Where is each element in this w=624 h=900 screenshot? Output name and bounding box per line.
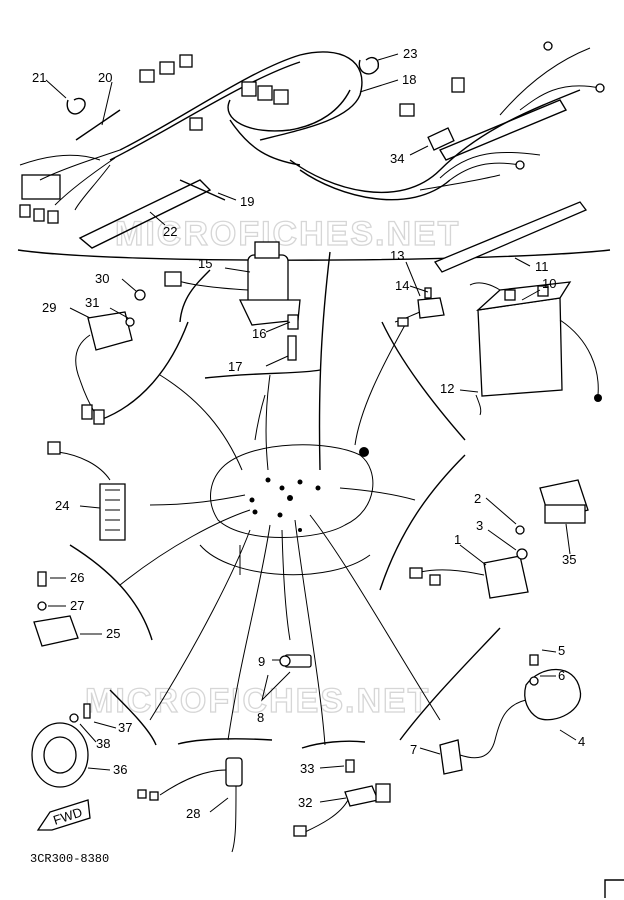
harness-region-border bbox=[17, 249, 611, 261]
callout-27: 27 bbox=[70, 598, 84, 613]
callout-16: 16 bbox=[252, 326, 266, 341]
callout-21: 21 bbox=[32, 70, 46, 85]
callout-31: 31 bbox=[85, 295, 99, 310]
callout-8: 8 bbox=[257, 710, 264, 725]
callout-14: 14 bbox=[395, 278, 409, 293]
callout-24: 24 bbox=[55, 498, 69, 513]
callout-17: 17 bbox=[228, 359, 242, 374]
callout-7: 7 bbox=[410, 742, 417, 757]
main-switch-assembly: 16 17 15 bbox=[164, 241, 321, 379]
sensor-lead-assembly: 28 bbox=[137, 738, 273, 853]
callout-5: 5 bbox=[558, 643, 565, 658]
callout-34: 34 bbox=[390, 151, 404, 166]
callout-38: 38 bbox=[96, 736, 110, 751]
callout-29: 29 bbox=[42, 300, 56, 315]
page-corner-mark bbox=[604, 879, 624, 898]
battery-assembly: 12 11 10 13 14 bbox=[381, 201, 602, 441]
callout-37: 37 bbox=[118, 720, 132, 735]
callout-25: 25 bbox=[106, 626, 120, 641]
diagram-reference-code: 3CR300-8380 bbox=[30, 852, 109, 866]
callout-6: 6 bbox=[558, 668, 565, 683]
callout-35: 35 bbox=[562, 552, 576, 567]
forward-direction-marker: FWD bbox=[36, 799, 91, 831]
callout-15: 15 bbox=[198, 256, 212, 271]
ignition-coil-assembly: 5 6 4 7 bbox=[399, 627, 585, 775]
pressure-switch-assembly: 33 32 bbox=[293, 740, 391, 837]
callouts-top: 21 20 23 18 19 22 34 bbox=[32, 46, 429, 239]
callout-13: 13 bbox=[390, 248, 404, 263]
callout-11: 11 bbox=[535, 259, 549, 274]
callout-32: 32 bbox=[298, 795, 312, 810]
relay-assembly: 29 30 31 bbox=[42, 271, 189, 425]
callout-1: 1 bbox=[454, 532, 461, 547]
frame-center bbox=[119, 251, 441, 746]
callout-4: 4 bbox=[578, 734, 585, 749]
callout-3: 3 bbox=[476, 518, 483, 533]
callout-20: 20 bbox=[98, 70, 112, 85]
cable-tie-band bbox=[78, 179, 212, 249]
handlebar-grip-assembly: 24 bbox=[47, 441, 126, 541]
horn-assembly: 37 38 36 bbox=[31, 689, 157, 788]
callout-10: 10 bbox=[542, 276, 556, 291]
control-unit-assembly: 2 3 1 35 bbox=[379, 454, 589, 599]
callout-28: 28 bbox=[186, 806, 200, 821]
callout-19: 19 bbox=[240, 194, 254, 209]
callout-22: 22 bbox=[163, 224, 177, 239]
callout-36: 36 bbox=[113, 762, 127, 777]
callout-12: 12 bbox=[440, 381, 454, 396]
callout-30: 30 bbox=[95, 271, 109, 286]
callout-2: 2 bbox=[474, 491, 481, 506]
wire-harness bbox=[17, 41, 611, 261]
bracket-assembly: 9 8 bbox=[257, 654, 312, 725]
callout-26: 26 bbox=[70, 570, 84, 585]
callout-9: 9 bbox=[258, 654, 265, 669]
watermark-bottom: MICROFICHES.NET bbox=[85, 682, 430, 720]
watermark-top: MICROFICHES.NET bbox=[115, 215, 460, 253]
callout-33: 33 bbox=[300, 761, 314, 776]
rectifier-assembly: 26 27 25 bbox=[33, 544, 153, 647]
callout-23: 23 bbox=[403, 46, 417, 61]
callout-18: 18 bbox=[402, 72, 416, 87]
